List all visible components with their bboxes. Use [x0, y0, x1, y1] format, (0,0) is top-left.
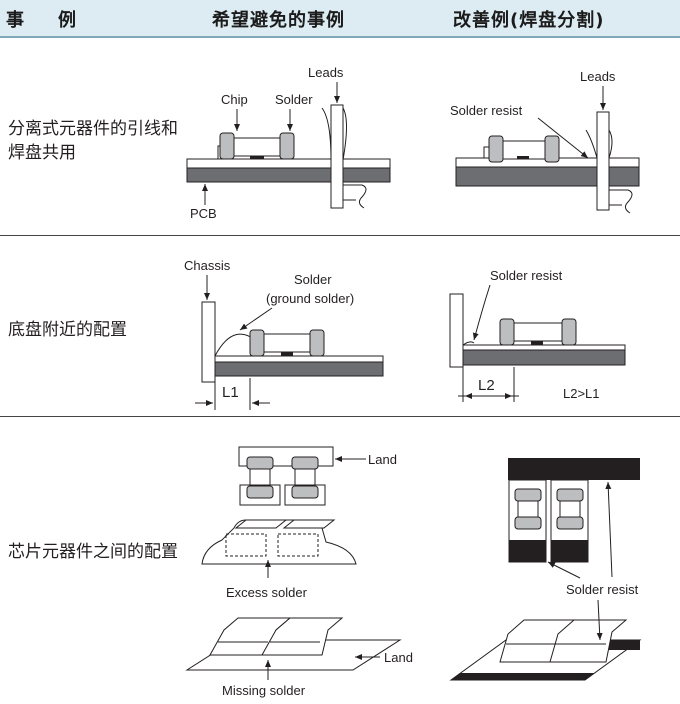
chip-a-hidden	[225, 533, 267, 557]
chip-electrode-right	[561, 318, 577, 346]
label-leads: Leads	[308, 65, 344, 80]
label-solder-resist: Solder resist	[450, 103, 523, 118]
chip-body	[233, 137, 281, 157]
header-case: 事	[6, 10, 25, 31]
chip-bond	[250, 156, 264, 159]
chip-body	[263, 333, 311, 353]
chassis-wall	[201, 301, 216, 383]
chip-b-electrode-bottom	[291, 485, 319, 499]
header-improved: 改善例(焊盘分割)	[453, 10, 605, 31]
resist-band-top	[508, 458, 640, 480]
chip-electrode-right	[544, 135, 560, 163]
label-land-bottom: Land	[384, 650, 413, 665]
chip-b-hidden	[277, 533, 319, 557]
chip-b-electrode-top	[291, 456, 319, 470]
resist-pointer	[537, 117, 589, 159]
chip-b-electrode-bottom	[556, 516, 584, 530]
chip-bond	[517, 156, 529, 159]
lead-wire	[596, 111, 610, 211]
row2-bad-figure: Chassis Solder (ground solder) L1	[184, 258, 384, 410]
row3-good-figure: Solder resist	[449, 458, 642, 681]
label-pcb: PCB	[190, 206, 217, 221]
resist-pointer-mid	[547, 561, 581, 579]
chassis-wall	[449, 293, 464, 368]
label-l1: L1	[222, 384, 239, 401]
resist-band-near	[451, 673, 594, 680]
chip-electrode-right	[309, 329, 325, 357]
label-chassis: Chassis	[184, 258, 231, 273]
chip-electrode-left	[249, 329, 265, 357]
chip-electrode-left	[219, 132, 235, 160]
row3-bad-figure: Land Excess solder Land Missing solder	[185, 446, 413, 698]
chip-bond	[281, 352, 293, 356]
header-case-2: 例	[58, 10, 77, 31]
chip-electrode-left	[499, 318, 515, 346]
chip-b-3d	[549, 619, 628, 663]
pcb-board	[214, 361, 384, 377]
row-label-chips: 芯片元器件之间的配置	[8, 542, 178, 562]
solder-fillet-right	[608, 129, 613, 159]
resist-pointer-bottom	[596, 599, 603, 641]
chip-a-body	[517, 500, 539, 518]
label-solder-resist-2: Solder resist	[490, 268, 563, 283]
chip-electrode-left	[488, 135, 504, 163]
solder-fillet-right	[342, 107, 347, 161]
chip-b-top	[282, 519, 336, 529]
pcb-land-layer	[462, 344, 626, 351]
chip-b-body	[294, 468, 316, 487]
chip-a-body	[249, 468, 271, 487]
chip-a-top	[234, 519, 288, 529]
row1-good-figure: Leads Solder resist	[450, 69, 640, 214]
label-excess-solder: Excess solder	[226, 585, 308, 600]
chip-b-electrode-top	[556, 488, 584, 502]
chip-body	[513, 322, 563, 342]
chip-a-electrode-top	[246, 456, 274, 470]
pcb-board	[186, 167, 391, 183]
chip-b-3d	[261, 617, 344, 656]
resist-right	[551, 540, 588, 562]
lead-wire	[330, 104, 344, 209]
row-divider-2	[0, 416, 680, 417]
row-label-leads: 分离式元器件的引线和焊盘共用	[8, 119, 178, 163]
row1-bad-figure: Leads Chip Solder PCB	[186, 65, 391, 221]
row2-good-figure: Solder resist L2 L2>L1	[449, 268, 626, 402]
label-land-top: Land	[368, 452, 397, 467]
label-l2-gt-l1: L2>L1	[563, 386, 600, 401]
chip-a-electrode-bottom	[246, 485, 274, 499]
header-avoid: 希望避免的事例	[212, 10, 345, 31]
solder-fillet-left	[585, 129, 598, 159]
table-header: 事 例 希望避免的事例 改善例(焊盘分割)	[0, 0, 680, 38]
label-leads-good: Leads	[580, 69, 616, 84]
row-label-chassis: 底盘附近的配置	[8, 320, 127, 340]
lead-bend	[609, 189, 633, 214]
label-chip: Chip	[221, 92, 248, 107]
chip-bond	[531, 341, 543, 345]
row-divider-1	[0, 235, 680, 236]
lead-bend	[343, 184, 367, 209]
label-missing-solder: Missing solder	[222, 683, 306, 698]
pcb-land-layer	[214, 355, 384, 363]
label-l2: L2	[478, 377, 495, 394]
pcb-board	[462, 349, 626, 366]
resist-left	[509, 540, 546, 562]
label-solder: Solder	[275, 92, 313, 107]
pcb-land-layer	[186, 158, 391, 169]
pcb-board	[455, 166, 640, 187]
label-solder-2: Solder	[294, 272, 332, 287]
chip-electrode-right	[279, 132, 295, 160]
label-solder-resist-3: Solder resist	[566, 582, 639, 597]
chip-a-electrode-bottom	[514, 516, 542, 530]
chip-a-electrode-top	[514, 488, 542, 502]
small-fillet	[462, 341, 475, 346]
chip-b-body	[559, 500, 581, 518]
resist-pointer-top	[605, 481, 613, 578]
label-ground-solder: (ground solder)	[266, 291, 354, 306]
excess-solder-blob	[201, 519, 357, 565]
solder-fillet-left	[321, 107, 332, 161]
resist-pointer	[472, 284, 491, 341]
ground-solder-pointer	[239, 307, 273, 331]
